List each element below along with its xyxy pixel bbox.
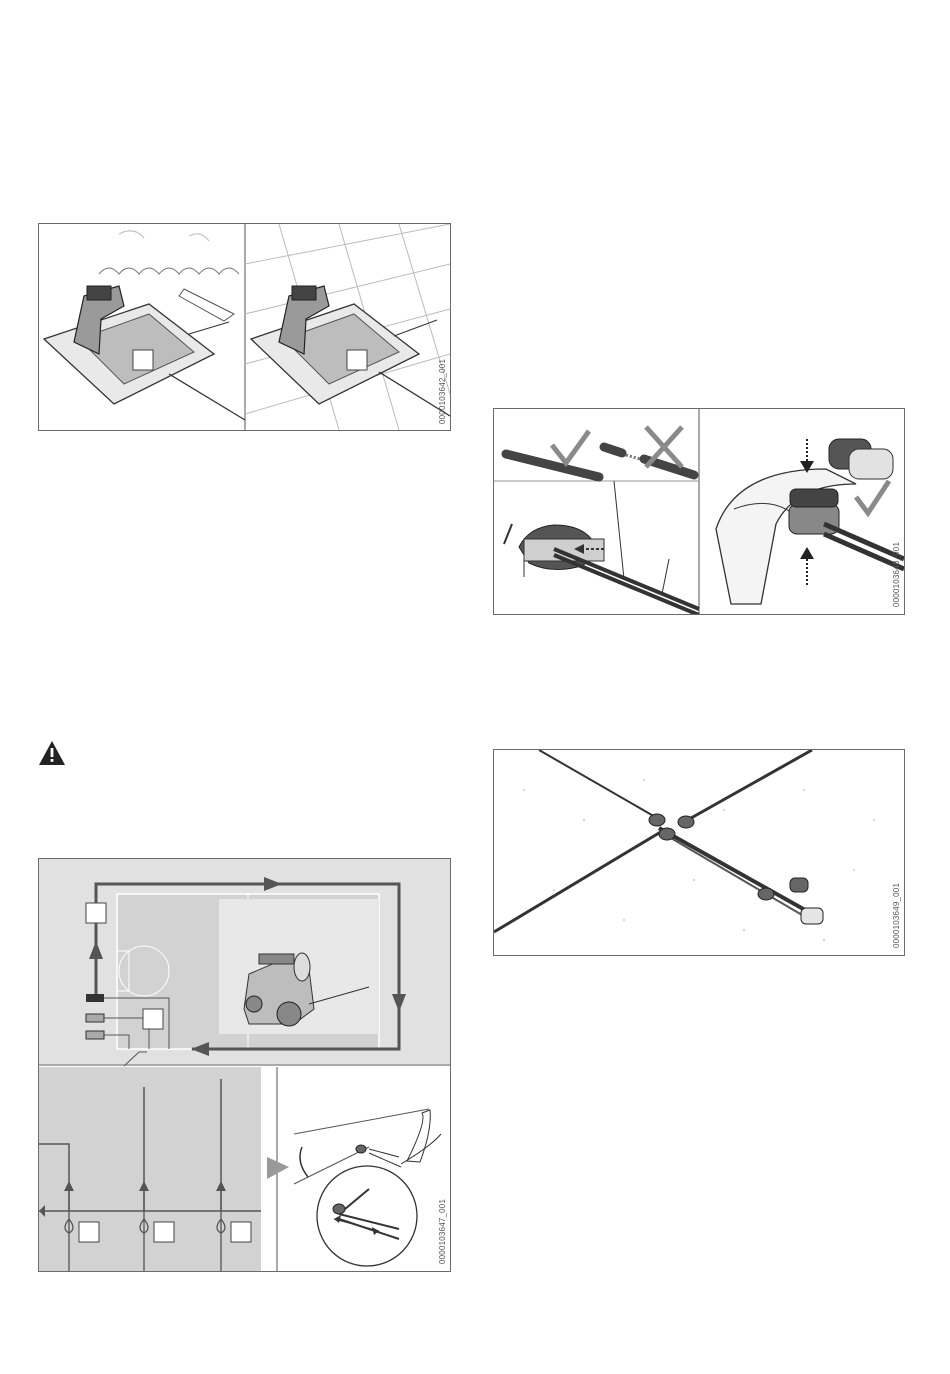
- wire-connector-illustration: [494, 409, 904, 614]
- figure-wire-connector: 0000103648_001: [493, 408, 905, 615]
- figure-code: 0000103649_001: [892, 883, 901, 948]
- figure-docking-station: 0000103642_001: [38, 223, 451, 431]
- figure-boundary-layout: 0000103647_001: [38, 858, 451, 1272]
- wire-junction-illustration: [494, 750, 904, 955]
- figure-wire-junction: 0000103649_001: [493, 749, 905, 956]
- docking-station-illustration: [39, 224, 450, 430]
- warning-triangle-icon: [38, 740, 66, 766]
- checkmark-icon: [552, 431, 589, 463]
- figure-code: 0000103647_001: [438, 1199, 447, 1264]
- checkmark-icon: [856, 481, 889, 513]
- figure-code: 0000103642_001: [438, 359, 447, 424]
- figure-code: 0000103648_001: [892, 542, 901, 607]
- boundary-layout-illustration: [39, 859, 450, 1271]
